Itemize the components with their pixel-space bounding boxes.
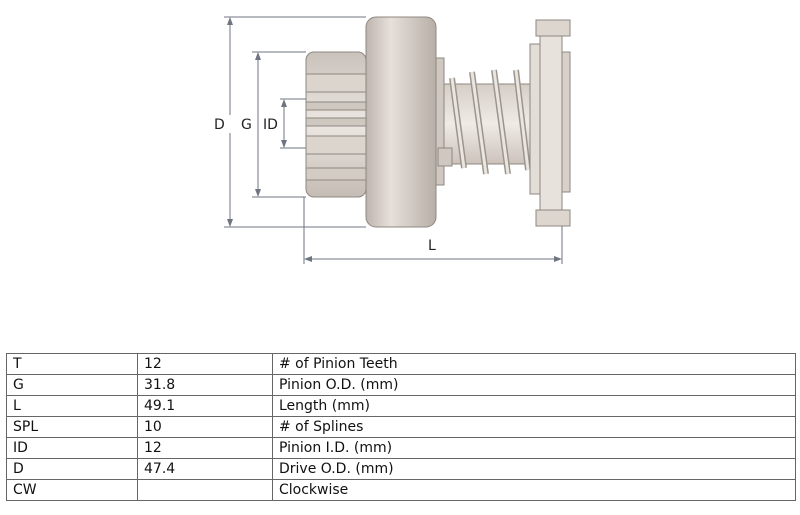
- spec-description-cell: Clockwise: [272, 479, 796, 501]
- dim-label-d: D: [214, 117, 225, 133]
- spec-code-cell: G: [6, 374, 138, 396]
- drive-spring: [437, 69, 541, 175]
- spec-code-cell: SPL: [6, 416, 138, 438]
- spec-description-cell: # of Pinion Teeth: [272, 353, 796, 375]
- spec-row: CW Clockwise: [6, 479, 796, 501]
- spec-description-cell: Pinion I.D. (mm): [272, 437, 796, 459]
- spec-value-cell: 49.1: [137, 395, 273, 417]
- spec-value-cell: 47.4: [137, 458, 273, 480]
- spec-value-cell: 10: [137, 416, 273, 438]
- starter-drive-diagram: D G ID L: [212, 16, 571, 264]
- spec-description-cell: # of Splines: [272, 416, 796, 438]
- spec-value-cell: 12: [137, 437, 273, 459]
- spec-description-cell: Drive O.D. (mm): [272, 458, 796, 480]
- spec-code-cell: CW: [6, 479, 138, 501]
- pinion-gear: [305, 51, 367, 198]
- spec-value-cell: 31.8: [137, 374, 273, 396]
- dim-label-l: L: [428, 238, 436, 254]
- spec-description-cell: Pinion O.D. (mm): [272, 374, 796, 396]
- dimension-arrowheads: [227, 17, 562, 262]
- spec-code-cell: T: [6, 353, 138, 375]
- spec-code-cell: L: [6, 395, 138, 417]
- spec-value-cell: [137, 479, 273, 501]
- dim-label-id: ID: [263, 117, 278, 133]
- drive-hub: [365, 16, 445, 228]
- spec-code-cell: D: [6, 458, 138, 480]
- spec-code-cell: ID: [6, 437, 138, 459]
- spec-value-cell: 12: [137, 353, 273, 375]
- dim-label-g: G: [241, 117, 252, 133]
- drive-flange: [529, 19, 571, 227]
- spec-description-cell: Length (mm): [272, 395, 796, 417]
